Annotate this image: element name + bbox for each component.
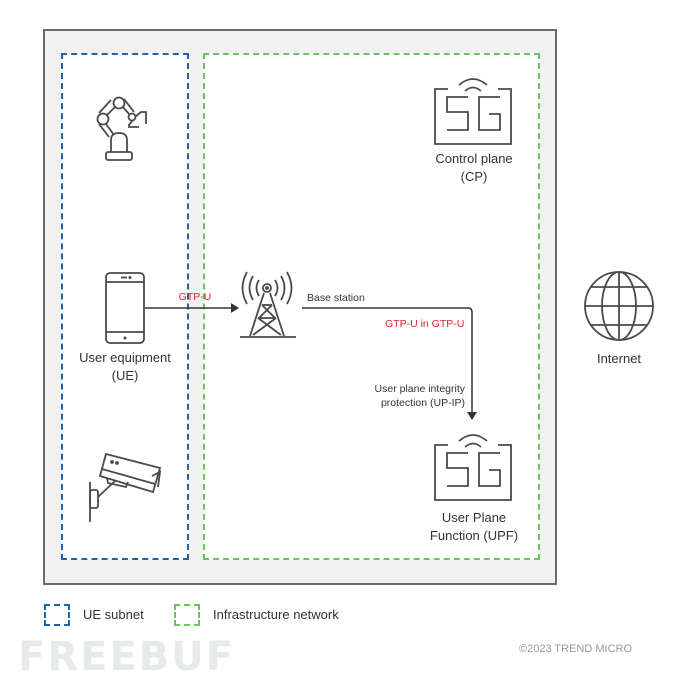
upf-label: User Plane Function (UPF): [414, 509, 534, 545]
control-plane-label-line2: (CP): [460, 169, 488, 184]
arrow-ue-to-base-station: [145, 303, 239, 313]
control-plane-label: Control plane (CP): [414, 150, 534, 186]
globe-icon: [584, 271, 654, 341]
legend-infrastructure-swatch: [174, 604, 200, 626]
up-ip-note-line1: User plane integrity: [374, 383, 465, 395]
ue-label: User equipment (UE): [60, 349, 190, 385]
copyright-text: ©2023 TREND MICRO: [519, 643, 633, 655]
legend-ue-subnet-swatch: [44, 604, 70, 626]
security-camera-icon: [89, 452, 162, 522]
gtp-u-label: GTP-U: [178, 291, 212, 303]
ue-label-line1: User equipment: [79, 350, 171, 365]
legend-ue-subnet-label: UE subnet: [83, 607, 144, 622]
smartphone-icon: [105, 272, 145, 344]
up-ip-note-line2: protection (UP-IP): [380, 397, 465, 409]
arrow-base-station-to-upf: [302, 307, 477, 420]
5g-control-plane-icon: [434, 78, 512, 145]
up-ip-note: User plane integrity protection (UP-IP): [360, 382, 465, 410]
freebuf-watermark: FREEBUF: [18, 634, 236, 680]
legend-infrastructure-label: Infrastructure network: [213, 607, 339, 622]
upf-label-line1: User Plane: [441, 510, 507, 525]
upf-label-line2: Function (UPF): [429, 528, 519, 543]
robot-arm-icon: [96, 96, 147, 161]
cell-tower-icon: [240, 271, 296, 338]
base-station-label: Base station: [307, 292, 365, 304]
ue-label-line2: (UE): [111, 368, 139, 383]
gtp-u-in-gtp-u-label: GTP-U in GTP-U: [385, 318, 465, 330]
control-plane-label-line1: Control plane: [435, 151, 513, 166]
internet-label: Internet: [596, 351, 642, 366]
5g-upf-icon: [434, 434, 512, 501]
